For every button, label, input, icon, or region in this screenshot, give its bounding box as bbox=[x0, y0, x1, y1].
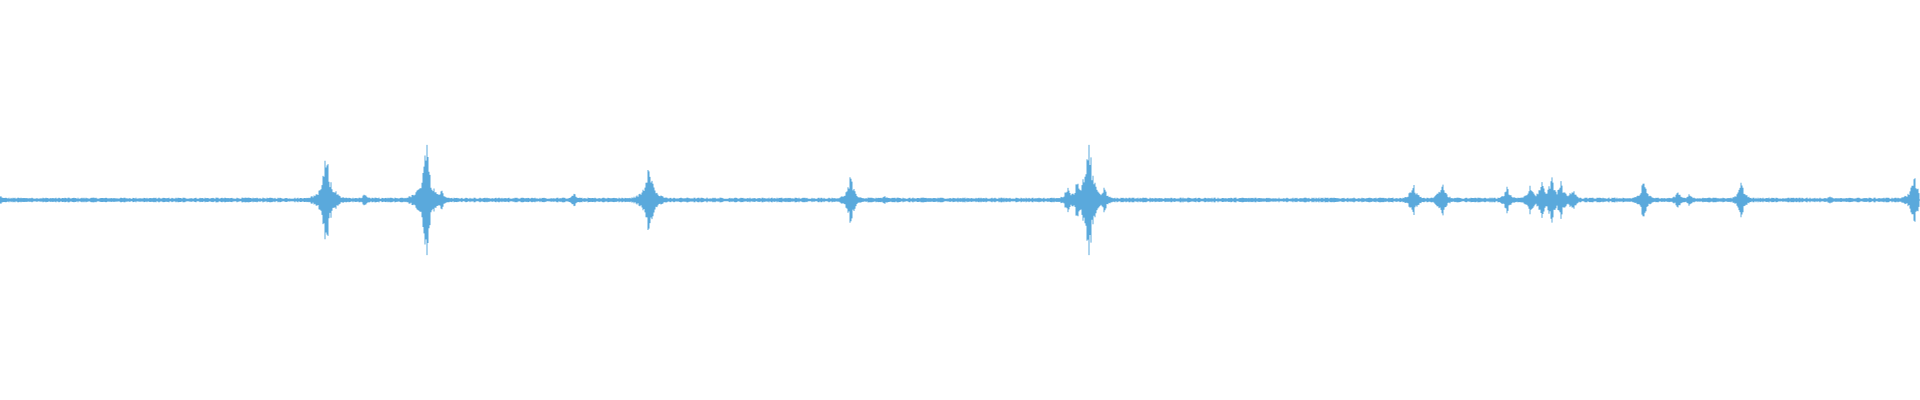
waveform-signal bbox=[0, 144, 1920, 256]
waveform-bars bbox=[0, 144, 1920, 256]
